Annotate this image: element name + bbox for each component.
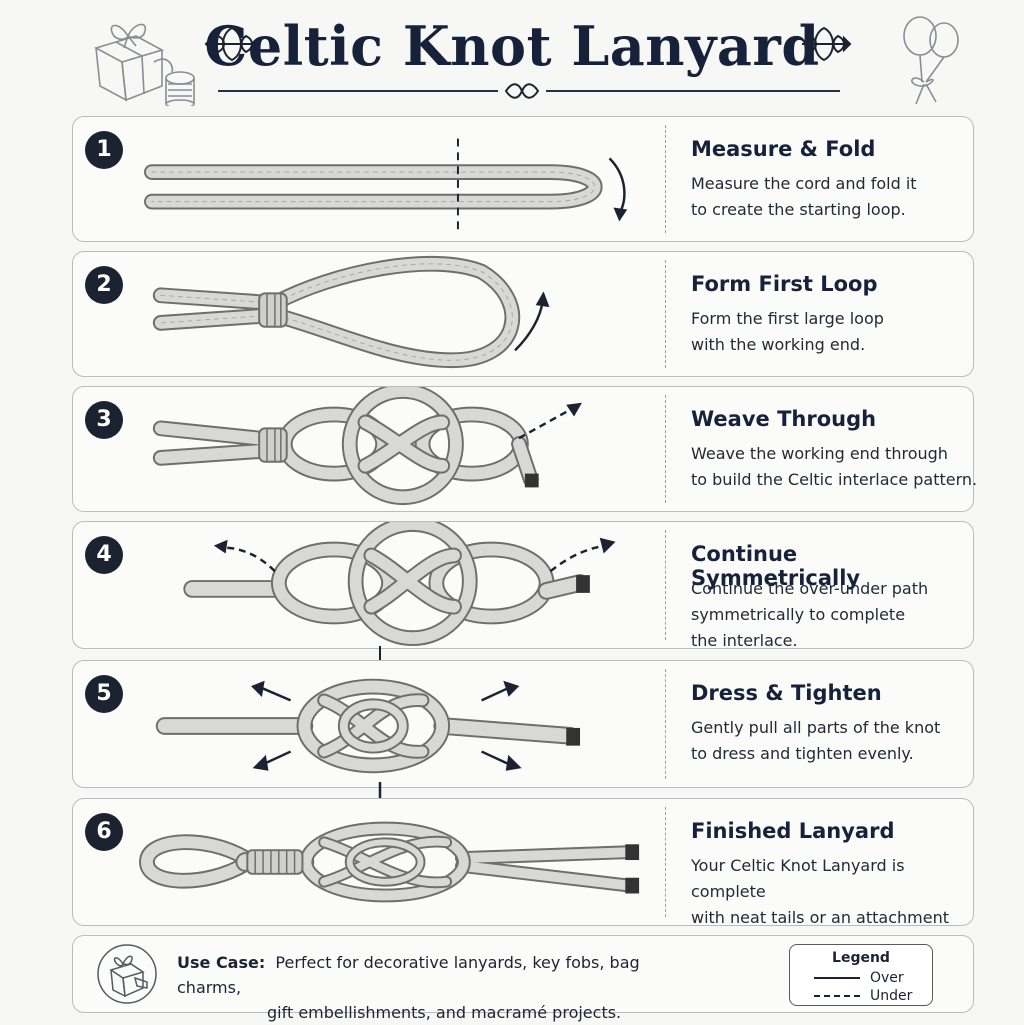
- step-4-panel: 4 Continue Symmetrically Continue the ov…: [72, 521, 974, 650]
- use-case-line-2: gift embellishments, and macramé project…: [267, 1003, 622, 1022]
- step-3-title: Weave Through: [691, 407, 877, 431]
- step-6-illustration: [139, 821, 640, 903]
- header: Celtic Knot Lanyard: [0, 0, 1024, 112]
- step-6-panel: 6 Finished Lanyard Your Celtic Knot Lany…: [72, 798, 974, 953]
- legend-row-under: Under: [814, 988, 912, 1004]
- step-2-description: Form the first large loop with the worki…: [691, 309, 884, 354]
- step-6-divider: [665, 807, 666, 917]
- legend-row-over: Over: [814, 970, 904, 986]
- step-1-illustration: [144, 138, 628, 234]
- step-3-divider: [665, 395, 666, 503]
- step-3-illustration: [152, 387, 582, 506]
- step-4-illustration: [183, 522, 616, 647]
- legend-over-label: Over: [870, 970, 904, 986]
- step-1-panel: 1 Measure & Fold Measure the cord and fo…: [72, 116, 974, 242]
- gift-box-icon: [93, 23, 195, 106]
- step-6-description: Your Celtic Knot Lanyard is complete wit…: [691, 856, 949, 953]
- balloons-icon: [903, 16, 959, 105]
- celtic-ornament-left-icon: [204, 26, 254, 62]
- celtic-ornament-right-icon: [802, 26, 852, 62]
- step-1-description: Measure the cord and fold it to create t…: [691, 174, 917, 219]
- step-3-panel: 3 Weave Through Weave the working end th…: [72, 386, 977, 512]
- title-rule-right: [546, 90, 840, 92]
- step-5-number: 5: [85, 675, 123, 713]
- use-case-panel: Use Case: Perfect for decorative lanyard…: [72, 935, 974, 1022]
- use-case-text: Use Case: Perfect for decorative lanyard…: [177, 950, 697, 1025]
- legend-box: Legend Over Under: [789, 944, 933, 1006]
- step-2-divider: [665, 260, 666, 368]
- step-2-illustration: [152, 255, 550, 369]
- step-2-number: 2: [85, 266, 123, 304]
- step-1-number: 1: [85, 131, 123, 169]
- step-6-number: 6: [85, 813, 123, 851]
- page-title: Celtic Knot Lanyard: [204, 14, 820, 78]
- step-5-title: Dress & Tighten: [691, 681, 882, 705]
- step-3-description: Weave the working end through to build t…: [691, 444, 978, 489]
- title-rule-left: [218, 90, 498, 92]
- step-1-title: Measure & Fold: [691, 137, 876, 161]
- step-5-divider: [665, 669, 666, 779]
- step-4-description: Continue the over-under path symmetrical…: [691, 579, 929, 650]
- step-4-number: 4: [85, 536, 123, 574]
- step-5-description: Gently pull all parts of the knot to dre…: [691, 718, 941, 763]
- legend-under-label: Under: [870, 988, 913, 1004]
- step-4-divider: [665, 530, 666, 640]
- gift-badge-icon: [97, 944, 157, 1004]
- use-case-line-1: Perfect for decorative lanyards, key fob…: [177, 953, 640, 997]
- legend-dashed-line-icon: [814, 995, 860, 997]
- legend-title: Legend: [832, 950, 890, 966]
- step-6-title: Finished Lanyard: [691, 819, 895, 843]
- step-2-title: Form First Loop: [691, 272, 878, 296]
- legend-solid-line-icon: [814, 977, 860, 979]
- step-5-panel: 5 Dress & Tighten Gently pull all parts …: [72, 660, 974, 788]
- step-4-title: Continue Symmetrically: [691, 542, 861, 590]
- knot-divider-icon: [504, 83, 540, 99]
- use-case-label: Use Case:: [177, 953, 266, 972]
- step-2-panel: 2 Form First Loop Form the first large l…: [72, 251, 974, 377]
- step-3-number: 3: [85, 401, 123, 439]
- step-1-divider: [665, 125, 666, 233]
- step-5-illustration: [155, 678, 581, 774]
